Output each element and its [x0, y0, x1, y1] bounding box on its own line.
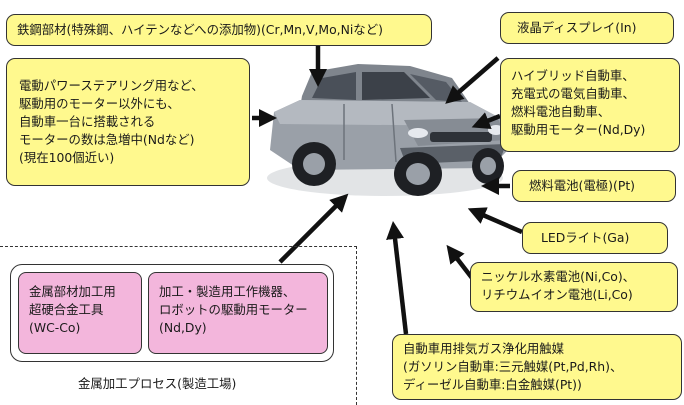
carbide-line-2: 超硬合金工具 [29, 302, 104, 317]
catalyst-box: 自動車用排気ガス浄化用触媒 (ガソリン自動車:三元触媒(Pt,Pd,Rh)、 デ… [392, 334, 682, 400]
motors-box: 電動パワーステアリング用など、 駆動用のモーター以外にも、 自動車一台に搭載され… [6, 58, 250, 186]
catalyst-line-1: 自動車用排気ガス浄化用触媒 [403, 341, 565, 356]
led-box: LEDライト(Ga) [522, 222, 668, 254]
motors-line-1: 電動パワーステアリング用など、 [19, 78, 204, 93]
motors-line-2: 駆動用のモーター以外にも、 [19, 96, 180, 111]
motors-line-3: 自動車一台に搭載される [19, 114, 156, 129]
machines-line-3: (Nd,Dy) [159, 320, 207, 335]
car-illustration [267, 64, 508, 196]
factory-caption: 金属加工プロセス(製造工場) [78, 376, 237, 391]
machine-tools-box: 加工・製造用工作機器、 ロボットの駆動用モーター (Nd,Dy) [148, 272, 328, 354]
fuelcell-text: 燃料電池(電極)(Pt) [529, 178, 636, 193]
hybrid-line-4: 駆動用モーター(Nd,Dy) [511, 122, 646, 137]
hybrid-line-2: 充電式の電気自動車、 [511, 86, 635, 101]
motors-line-4: モーターの数は急増中(Ndなど) [19, 132, 195, 147]
carbide-line-1: 金属部材加工用 [29, 284, 116, 299]
carbide-line-3: (WC-Co) [29, 320, 81, 335]
carbide-tools-box: 金属部材加工用 超硬合金工具 (WC-Co) [18, 272, 142, 354]
lcd-text: 液晶ディスプレイ(In) [517, 20, 637, 35]
hybrid-line-1: ハイブリッド自動車、 [511, 68, 635, 83]
battery-box: ニッケル水素電池(Ni,Co)、 リチウムイオン電池(Li,Co) [470, 262, 678, 312]
fuelcell-box: 燃料電池(電極)(Pt) [512, 170, 676, 202]
steel-additives-box: 鉄鋼部材(特殊鋼、ハイテンなどへの添加物)(Cr,Mn,V,Mo,Niなど) [6, 14, 432, 46]
led-text: LEDライト(Ga) [541, 230, 630, 245]
machines-line-2: ロボットの駆動用モーター [159, 302, 308, 317]
arrow-battery [446, 244, 474, 280]
steel-additives-text: 鉄鋼部材(特殊鋼、ハイテンなどへの添加物)(Cr,Mn,V,Mo,Niなど) [17, 22, 383, 37]
machines-line-1: 加工・製造用工作機器、 [159, 284, 296, 299]
arrow-led [467, 207, 523, 235]
arrow-factory [278, 193, 349, 264]
battery-line-2: リチウムイオン電池(Li,Co) [481, 287, 633, 302]
catalyst-line-2: (ガソリン自動車:三元触媒(Pt,Pd,Rh)、 [403, 359, 623, 374]
lcd-box: 液晶ディスプレイ(In) [500, 12, 674, 44]
motors-line-5: (現在100個近い) [19, 150, 115, 165]
factory-dashed-border [0, 246, 357, 405]
hybrid-box: ハイブリッド自動車、 充電式の電気自動車、 燃料電池自動車、 駆動用モーター(N… [500, 58, 680, 152]
arrow-catalyst [386, 221, 409, 335]
hybrid-line-3: 燃料電池自動車、 [511, 104, 611, 119]
arrow-lcd [445, 56, 500, 104]
arrow-hybrid [471, 112, 501, 130]
catalyst-line-3: ディーゼル自動車:白金触媒(Pt)) [403, 377, 582, 392]
battery-line-1: ニッケル水素電池(Ni,Co)、 [481, 269, 636, 284]
